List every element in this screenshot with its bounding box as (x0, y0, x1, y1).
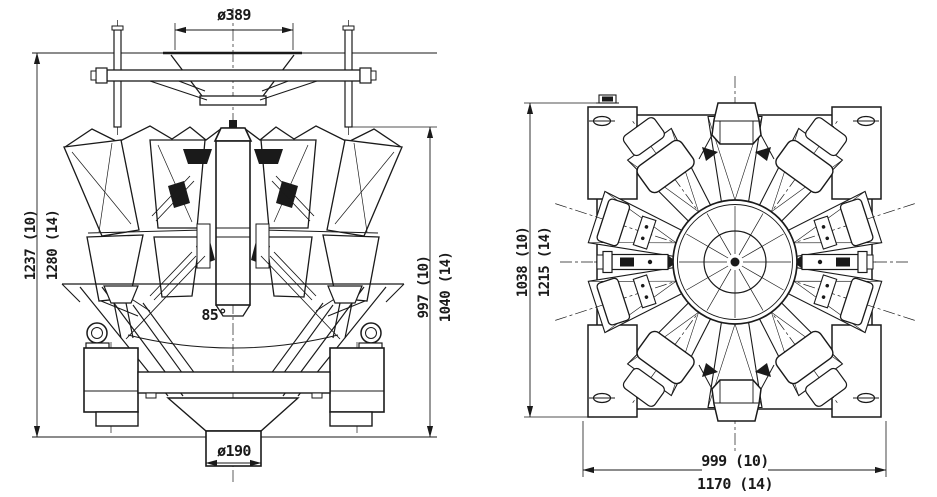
dim-outlet-diameter: ø190 (205, 442, 262, 467)
hopper-ring-top (64, 120, 402, 148)
dim-plan-width: 999 (10) 1170 (14) (582, 421, 887, 493)
discharge-funnel (166, 397, 300, 467)
dim-plan-width-10-label: 999 (10) (701, 452, 768, 470)
top-view: 1038 (10) 1215 (14) 999 (10) 1170 (14) (515, 76, 916, 493)
dim-plan-depth-10-label: 1038 (10) (515, 227, 531, 297)
cross-arm (90, 67, 377, 101)
center-column (215, 140, 251, 317)
dim-body-height: 997 (10) 1040 (14) (352, 126, 454, 438)
cone-angle-arc (127, 334, 339, 349)
dim-overall-height: 1237 (10) 1280 (14) (23, 52, 61, 438)
top-screw (596, 94, 619, 104)
dim-overall-height-14-label: 1280 (14) (45, 210, 61, 280)
dim-plan-width-14-label: 1170 (14) (697, 475, 773, 493)
plan-weigh-hoppers (596, 117, 874, 407)
dim-overall-height-10-label: 1237 (10) (23, 210, 39, 280)
collecting-cone (61, 255, 405, 397)
mounting-slots (589, 115, 879, 404)
dim-top-diameter: ø389 (174, 6, 294, 50)
plan-center-hoppers (698, 102, 775, 422)
frame-legs (83, 342, 385, 433)
front-view: ø389 1237 (10) 1280 (14) 997 (10) 1040 (… (23, 6, 454, 482)
dispersion-cone-plan (672, 199, 798, 325)
dim-outlet-diameter-label: ø190 (217, 442, 251, 460)
dim-plan-depth-14-label: 1215 (14) (537, 227, 553, 297)
frame-struts (103, 285, 363, 393)
dim-cone-angle-label: 85° (201, 306, 226, 324)
dim-body-height-10-label: 997 (10) (416, 256, 432, 319)
hopper-actuators (149, 175, 317, 301)
dim-body-height-14-label: 1040 (14) (438, 252, 454, 322)
dim-plan-depth: 1038 (10) 1215 (14) (515, 102, 599, 418)
cross-beam (137, 371, 331, 394)
dim-top-diameter-label: ø389 (217, 6, 251, 24)
